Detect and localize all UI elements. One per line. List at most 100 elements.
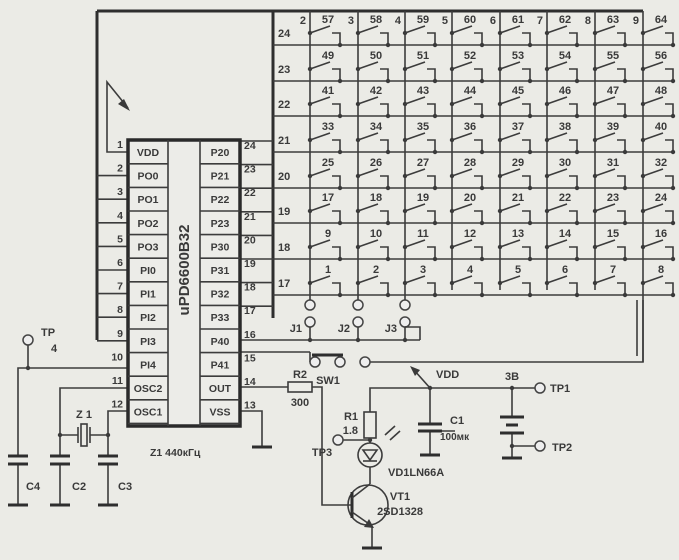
key-switch: 11 (402, 228, 438, 262)
switch-contact (569, 139, 578, 152)
jumper-label: J3 (385, 323, 397, 335)
switch-lever (642, 132, 664, 141)
key-switch: 40 (640, 121, 676, 155)
switch-contact (474, 175, 483, 188)
key-number: 2 (373, 264, 379, 276)
switch-contact (665, 139, 674, 152)
pin-number: 12 (111, 399, 123, 411)
switch-contact (427, 103, 436, 116)
junction-dot (479, 292, 485, 298)
key-number: 29 (512, 157, 524, 169)
junction-dot (385, 220, 391, 226)
switch-lever (404, 203, 426, 212)
key-number: 61 (512, 14, 524, 26)
key-number: 54 (559, 50, 572, 62)
switch-lever (404, 168, 426, 177)
key-number: 30 (559, 157, 571, 169)
switch-lever (357, 203, 379, 212)
junction-dot (479, 42, 485, 48)
emitter-arrow-icon (364, 519, 374, 528)
switch-contact (522, 210, 531, 223)
column-label: 8 (585, 15, 591, 27)
junction-dot (622, 220, 628, 226)
key-switch: 57 (307, 14, 343, 48)
switch-contact (380, 210, 389, 223)
switch-contact (380, 103, 389, 116)
switch-terminal (309, 356, 321, 368)
junction-dot (337, 220, 343, 226)
junction-dot (385, 149, 391, 155)
pin-name: VDD (137, 147, 160, 159)
switch-lever (309, 61, 331, 70)
junction-dot (574, 185, 580, 191)
key-number: 48 (655, 85, 667, 97)
arrow-icon (118, 99, 130, 111)
junction-dot (385, 78, 391, 84)
vdd-wire (106, 79, 129, 153)
pin-name: VSS (209, 407, 230, 419)
switch-lever (642, 275, 664, 284)
switch-lever (642, 96, 664, 105)
junction-dot (670, 42, 676, 48)
junction-dot (622, 292, 628, 298)
key-switch: 25 (307, 157, 343, 191)
junction-dot (527, 185, 533, 191)
key-switch: 14 (544, 228, 580, 262)
key-switch: 16 (640, 228, 676, 262)
pin-number: 4 (117, 210, 123, 222)
junction-dot (432, 220, 438, 226)
key-number: 17 (322, 192, 334, 204)
key-number: 25 (322, 157, 334, 169)
key-number: 64 (655, 14, 668, 26)
switch-lever (546, 61, 568, 70)
switch-contact (665, 282, 674, 295)
junction-dot (670, 113, 676, 119)
key-number: 15 (607, 228, 619, 240)
switch-lever (451, 168, 473, 177)
junction-dot (527, 292, 533, 298)
transistor-vt1 (347, 484, 389, 526)
switch-contact (665, 246, 674, 259)
key-switch: 54 (544, 50, 580, 84)
switch-lever (546, 203, 568, 212)
column-label: 5 (442, 15, 448, 27)
tp1-label: TP1 (550, 383, 570, 395)
key-switch: 6 (544, 264, 580, 298)
junction-dot (432, 256, 438, 262)
key-number: 28 (464, 157, 476, 169)
key-switch: 52 (449, 50, 485, 84)
key-number: 31 (607, 157, 619, 169)
key-switch: 29 (497, 157, 533, 191)
switch-lever (451, 132, 473, 141)
switch-lever (499, 275, 521, 284)
key-number: 37 (512, 121, 524, 133)
key-switch: 18 (355, 192, 391, 226)
ic-part-number: uPD6600B32 (176, 225, 193, 316)
switch-contact (427, 210, 436, 223)
switch-lever (546, 25, 568, 34)
key-switch: 62 (544, 14, 580, 48)
switch-contact (522, 32, 531, 45)
key-number: 33 (322, 121, 334, 133)
junction-dot (337, 292, 343, 298)
tp4-label: TP (41, 327, 55, 339)
row-label: 21 (278, 135, 290, 147)
switch-contact (474, 32, 483, 45)
switch-lever (357, 239, 379, 248)
wire (405, 326, 421, 340)
key-switch: 9 (307, 228, 343, 262)
key-switch: 12 (449, 228, 485, 262)
key-number: 57 (322, 14, 334, 26)
switch-terminal (359, 356, 371, 368)
key-number: 3 (420, 264, 426, 276)
key-number: 32 (655, 157, 667, 169)
tp2-terminal (534, 440, 546, 452)
switch-contact (617, 246, 626, 259)
junction-dot (432, 42, 438, 48)
junction-dot (337, 78, 343, 84)
switch-contact (569, 246, 578, 259)
switch-lever (309, 203, 331, 212)
switch-contact (427, 246, 436, 259)
